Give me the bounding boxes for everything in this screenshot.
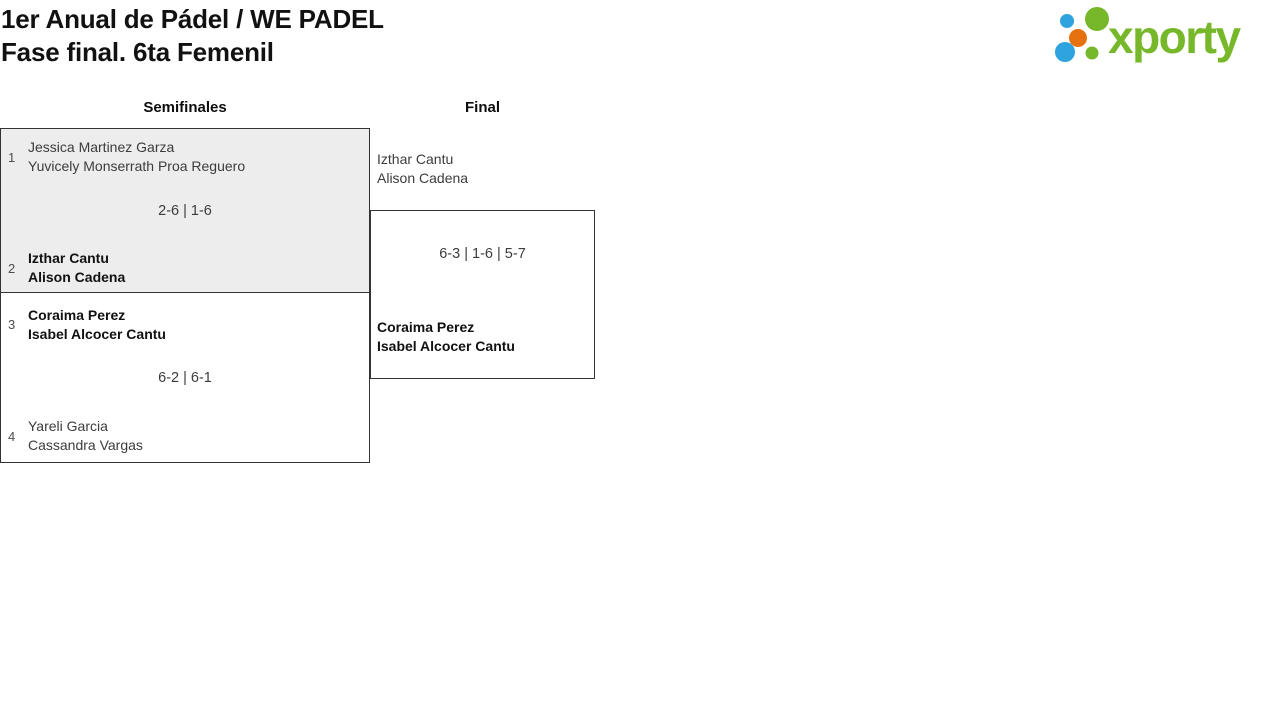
team-entry: Izthar Cantu Alison Cadena bbox=[28, 249, 125, 287]
player-name: Yareli Garcia bbox=[28, 418, 108, 434]
player-name: Izthar Cantu bbox=[377, 151, 454, 167]
player-name: Coraima Perez bbox=[377, 319, 475, 335]
seed-number: 1 bbox=[8, 150, 16, 165]
header: 1er Anual de Pádel / WE PADEL Fase final… bbox=[1, 3, 384, 69]
team-entry: Coraima Perez Isabel Alcocer Cantu bbox=[28, 306, 166, 344]
team-entry: Jessica Martinez Garza Yuvicely Monserra… bbox=[28, 138, 245, 176]
match-score: 2-6 | 1-6 bbox=[158, 203, 212, 219]
seed-number: 2 bbox=[8, 261, 16, 276]
team-entry: Izthar Cantu Alison Cadena bbox=[377, 150, 468, 188]
final-match: 6-3 | 1-6 | 5-7 bbox=[370, 210, 595, 379]
round-header-semifinals: Semifinales bbox=[143, 99, 227, 116]
semifinal-2-match: 3 Coraima Perez Isabel Alcocer Cantu 6-2… bbox=[0, 292, 370, 463]
xporty-wordmark: xporty bbox=[1108, 11, 1241, 63]
round-header-final: Final bbox=[464, 99, 500, 116]
team-entry: Coraima Perez Isabel Alcocer Cantu bbox=[377, 318, 515, 356]
page-subtitle: Fase final. 6ta Femenil bbox=[1, 37, 274, 67]
xporty-dots-icon bbox=[1055, 7, 1109, 62]
player-name: Izthar Cantu bbox=[28, 250, 109, 266]
semifinal-1-match: 1 Jessica Martinez Garza Yuvicely Monser… bbox=[0, 128, 370, 293]
player-name: Yuvicely Monserrath Proa Reguero bbox=[28, 158, 246, 174]
player-name: Cassandra Vargas bbox=[28, 437, 143, 453]
player-name: Coraima Perez bbox=[28, 307, 126, 323]
seed-number: 4 bbox=[8, 429, 16, 444]
team-entry: Yareli Garcia Cassandra Vargas bbox=[28, 417, 143, 455]
page-title: 1er Anual de Pádel / WE PADEL bbox=[1, 4, 384, 34]
seed-number: 3 bbox=[8, 317, 16, 332]
player-name: Isabel Alcocer Cantu bbox=[377, 338, 515, 354]
match-score: 6-3 | 1-6 | 5-7 bbox=[439, 246, 526, 262]
match-score: 6-2 | 6-1 bbox=[158, 370, 212, 386]
xporty-logo[interactable]: xporty bbox=[1048, 4, 1280, 72]
player-name: Alison Cadena bbox=[28, 269, 126, 285]
player-name: Alison Cadena bbox=[377, 170, 469, 186]
player-name: Jessica Martinez Garza bbox=[28, 139, 175, 155]
player-name: Isabel Alcocer Cantu bbox=[28, 326, 166, 342]
